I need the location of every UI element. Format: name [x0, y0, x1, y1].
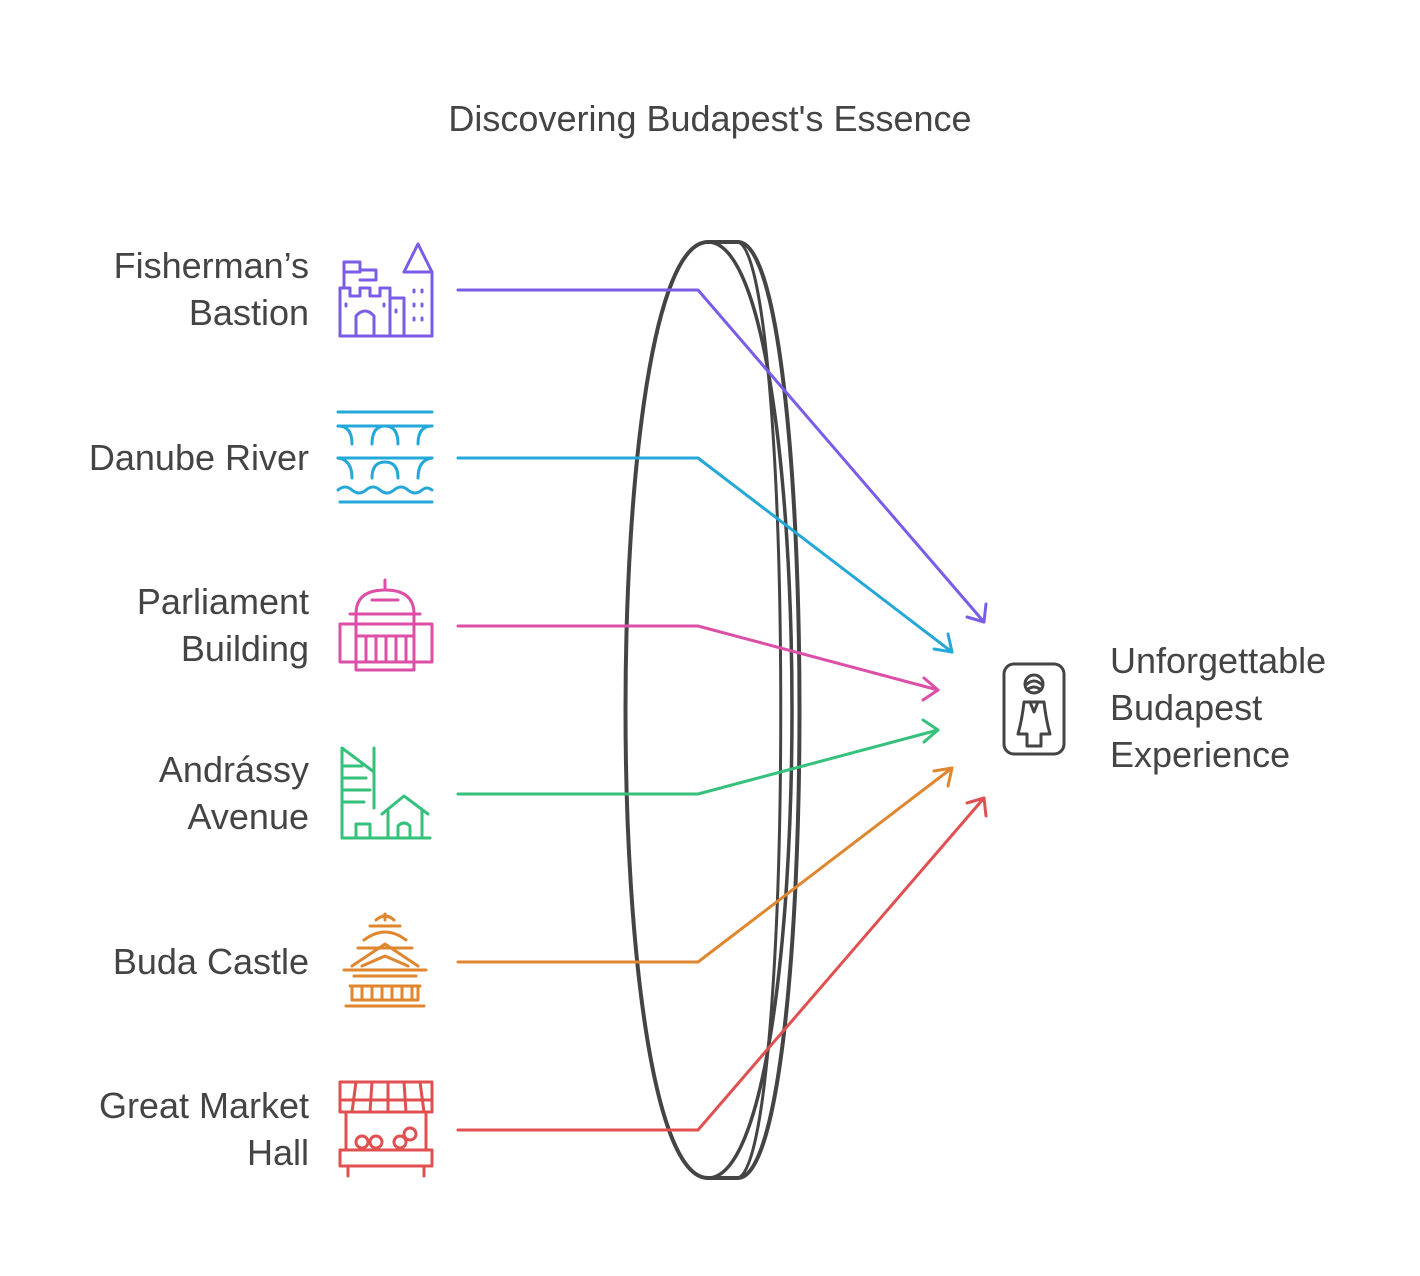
label-line: Bastion — [188, 292, 309, 333]
label-line: Andrássy — [158, 749, 309, 790]
castle-flag-icon — [338, 242, 434, 338]
label-line: Parliament — [136, 581, 309, 622]
connector-fishermans-bastion — [456, 288, 988, 624]
diagram-title: Discovering Budapest's Essence — [448, 98, 972, 139]
label-andrassy-avenue: Andrássy Avenue — [9, 746, 309, 840]
label-line: Buda Castle — [112, 941, 309, 982]
label-fishermans-bastion: Fisherman’s Bastion — [9, 242, 309, 336]
label-line: Building — [180, 628, 309, 669]
buildings-house-icon — [340, 746, 432, 840]
label-line: Hall — [246, 1132, 309, 1173]
bridge-river-icon — [336, 410, 434, 504]
connector-andrassy-avenue — [456, 718, 940, 796]
label-buda-castle: Buda Castle — [9, 938, 309, 985]
lens-icon — [623, 240, 802, 1180]
connector-buda-castle — [456, 766, 954, 964]
connector-great-market-hall — [456, 796, 988, 1132]
label-line: Fisherman’s — [113, 245, 309, 286]
traveler-person-icon — [1002, 662, 1066, 756]
pagoda-castle-icon — [342, 912, 428, 1008]
label-line: Danube River — [88, 437, 309, 478]
label-line: Unforgettable — [1110, 640, 1327, 681]
label-output-experience: Unforgettable Budapest Experience — [1110, 637, 1410, 778]
market-stall-icon — [338, 1080, 434, 1178]
label-line: Budapest — [1110, 687, 1263, 728]
label-line: Experience — [1110, 734, 1291, 775]
label-great-market-hall: Great Market Hall — [9, 1082, 309, 1176]
parliament-dome-icon — [338, 578, 434, 672]
label-danube-river: Danube River — [9, 434, 309, 481]
connector-danube-river — [456, 456, 954, 654]
label-parliament-building: Parliament Building — [9, 578, 309, 672]
label-line: Great Market — [98, 1085, 309, 1126]
connector-parliament-building — [456, 624, 940, 702]
label-line: Avenue — [187, 796, 309, 837]
